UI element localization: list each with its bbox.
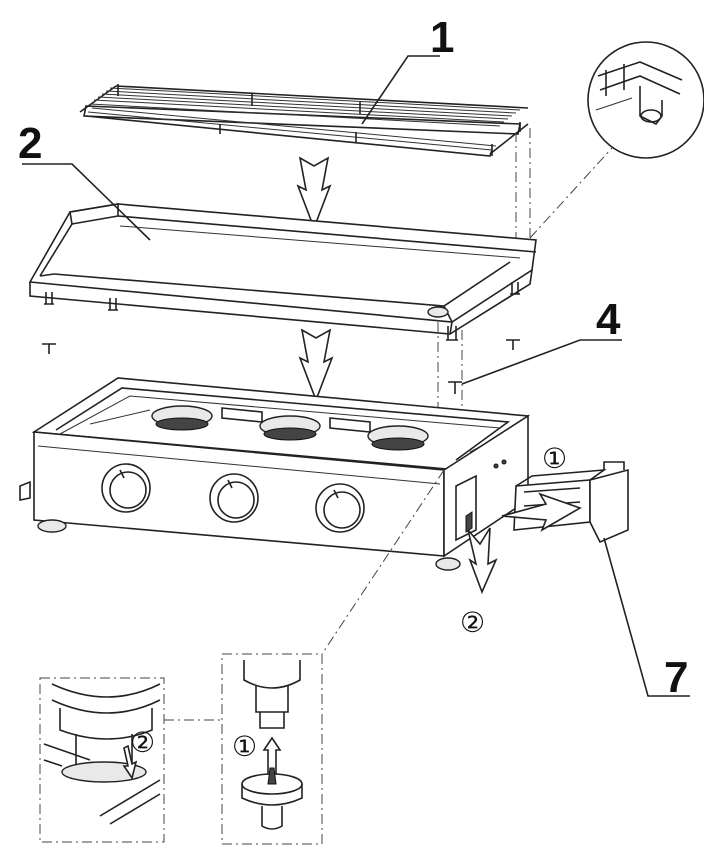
control-knob-2[interactable] [209, 473, 259, 523]
callout-1: 1 [430, 13, 454, 62]
callout-7: 7 [664, 653, 688, 702]
callout-4: 4 [596, 295, 621, 344]
leader-4 [461, 339, 622, 385]
griddle-plate [28, 203, 537, 341]
leader-7 [603, 537, 690, 697]
leader-1 [361, 55, 440, 125]
step-label-tray-slide: ① [542, 442, 567, 475]
detail-view-foot-install [221, 653, 323, 845]
arrow-plate-to-base [298, 328, 334, 403]
detail-view-foot-fixed [39, 677, 165, 843]
hook-detail-circle [587, 41, 704, 159]
control-knob-1[interactable] [101, 463, 151, 513]
step-label-detail-turn: ② [130, 726, 155, 759]
drip-tray [513, 461, 629, 544]
grill-base [19, 377, 531, 571]
screw-left [42, 343, 56, 354]
cooking-grid [79, 84, 529, 157]
guide-line-to-detail [321, 469, 445, 655]
step-label-tray-drop: ② [460, 606, 485, 639]
leader-2 [22, 163, 151, 241]
arrow-grid-to-plate [296, 156, 332, 231]
screw-part-4 [448, 381, 462, 394]
screw-right [506, 339, 520, 350]
step-label-detail-push: ① [232, 730, 257, 763]
guide-line-detail [529, 147, 613, 239]
arrow-tray-drop [467, 527, 498, 595]
arrow-tray-slide [501, 492, 582, 532]
callout-2: 2 [18, 119, 42, 168]
control-knob-3[interactable] [315, 483, 365, 533]
